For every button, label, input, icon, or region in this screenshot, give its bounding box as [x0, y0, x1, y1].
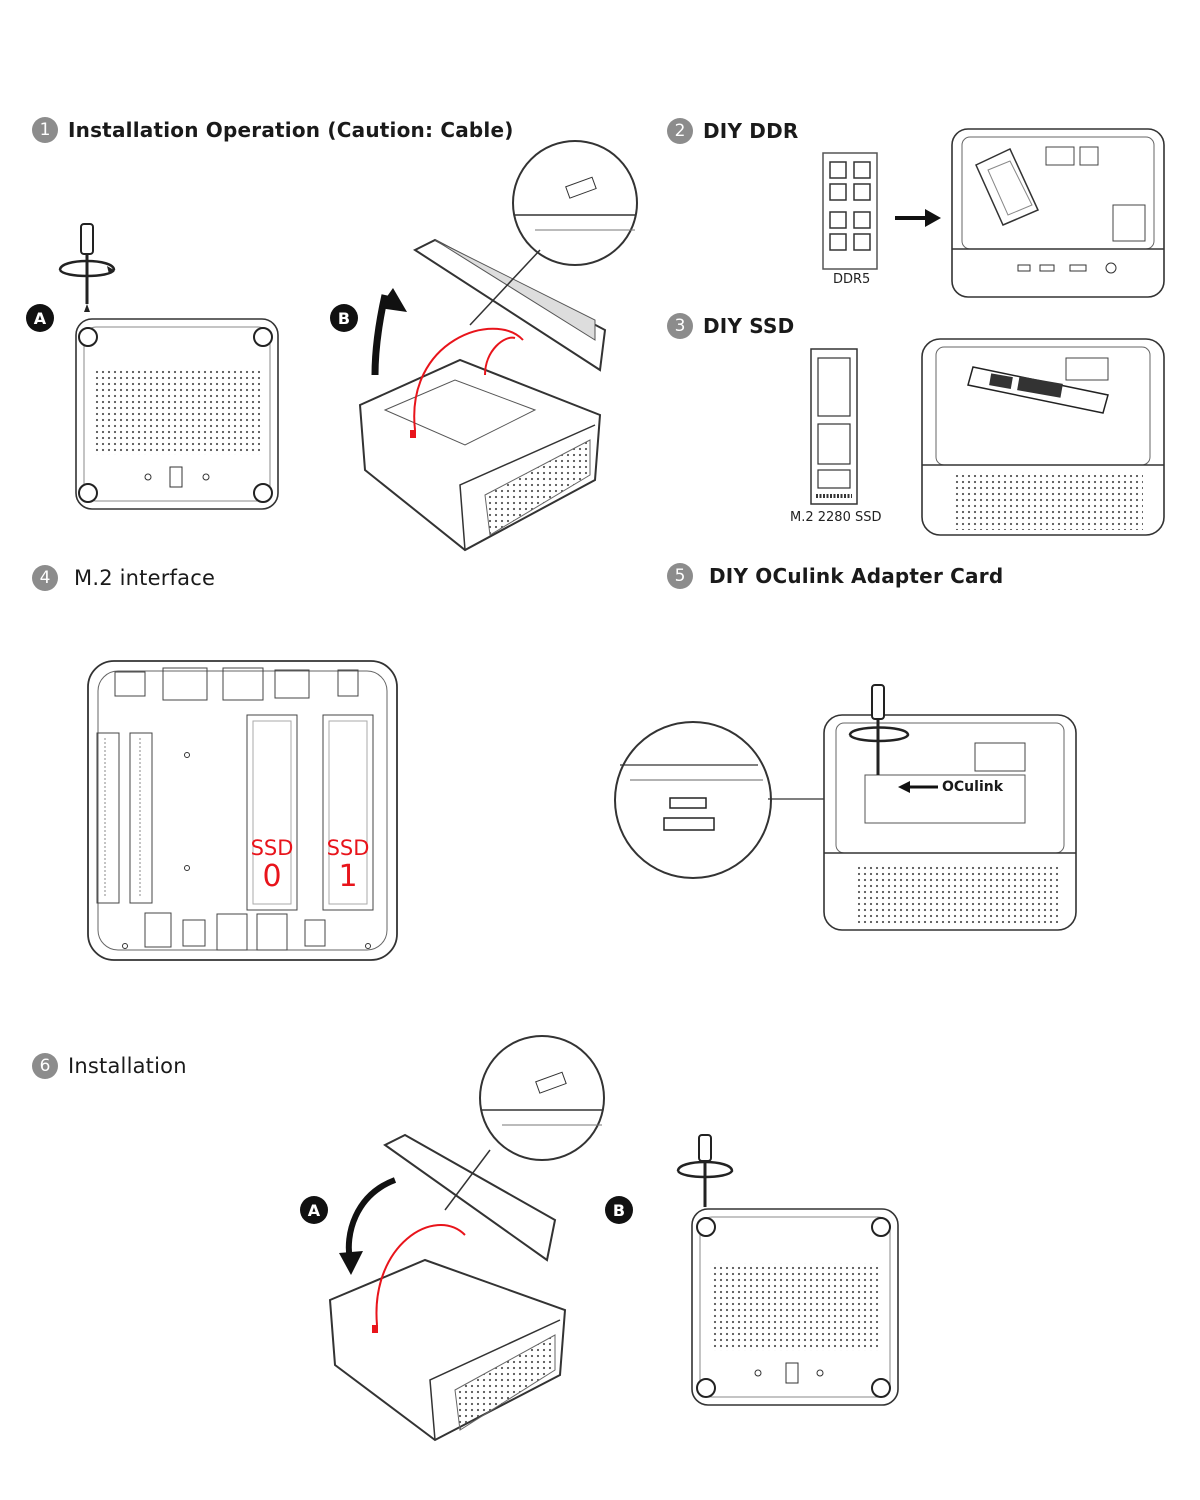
- m2-ssd-caption: M.2 2280 SSD: [790, 510, 882, 525]
- badge-1a: A: [26, 304, 54, 332]
- step-3-number: 3: [667, 313, 693, 339]
- step-6-heading: 6 Installation: [32, 1053, 187, 1079]
- ssd-1-label: SSD 1: [323, 838, 373, 892]
- ddr5-caption: DDR5: [833, 272, 871, 287]
- unit-bottom-view-6: [691, 1208, 899, 1406]
- unit-ssd-install: [921, 338, 1165, 536]
- oculink-label: OCulink: [942, 779, 1004, 795]
- oculink-zoom-callout: [614, 721, 836, 879]
- step-1-number: 1: [32, 117, 58, 143]
- ddr5-module-icon: [822, 152, 878, 270]
- step-3-title: DIY SSD: [703, 314, 795, 338]
- step-4-heading: 4 M.2 interface: [32, 565, 215, 591]
- ssd-0-text: SSD: [250, 836, 294, 860]
- step-4-title: M.2 interface: [74, 566, 216, 590]
- step-2-title: DIY DDR: [703, 119, 799, 143]
- unit-close-lid-6: [328, 1133, 567, 1442]
- step-5-heading: 5 DIY OCulink Adapter Card: [667, 563, 1003, 589]
- step-1-heading: 1 Installation Operation (Caution: Cable…: [32, 117, 514, 143]
- motherboard-top-view: [87, 660, 398, 961]
- step-2-number: 2: [667, 118, 693, 144]
- step-4-number: 4: [32, 565, 58, 591]
- m2-ssd-icon: [810, 348, 858, 505]
- screwdriver-icon: [58, 223, 116, 312]
- step-5-number: 5: [667, 563, 693, 589]
- step-3-heading: 3 DIY SSD: [667, 313, 794, 339]
- step-5-title: DIY OCulink Adapter Card: [709, 564, 1004, 588]
- badge-1b: B: [330, 304, 358, 332]
- badge-6a: A: [300, 1196, 328, 1224]
- ssd-1-text: SSD: [326, 836, 370, 860]
- unit-open-lid-1: [358, 238, 607, 552]
- unit-bottom-view: [75, 318, 279, 510]
- ssd-0-label: SSD 0: [247, 838, 297, 892]
- ssd-1-number: 1: [338, 859, 358, 894]
- ssd-0-number: 0: [262, 859, 282, 894]
- arrow-right-icon: [895, 209, 941, 227]
- zoom-callout-6: [444, 1035, 605, 1211]
- unit-oculink-install: [823, 684, 1077, 931]
- unit-ddr-install: [951, 128, 1165, 298]
- step-6-number: 6: [32, 1053, 58, 1079]
- zoom-callout-1: [469, 140, 638, 326]
- badge-6b: B: [605, 1196, 633, 1224]
- screwdriver-icon-6: [676, 1134, 734, 1207]
- step-2-heading: 2 DIY DDR: [667, 118, 799, 144]
- step-6-title: Installation: [68, 1054, 187, 1078]
- step-1-title: Installation Operation (Caution: Cable): [68, 118, 514, 142]
